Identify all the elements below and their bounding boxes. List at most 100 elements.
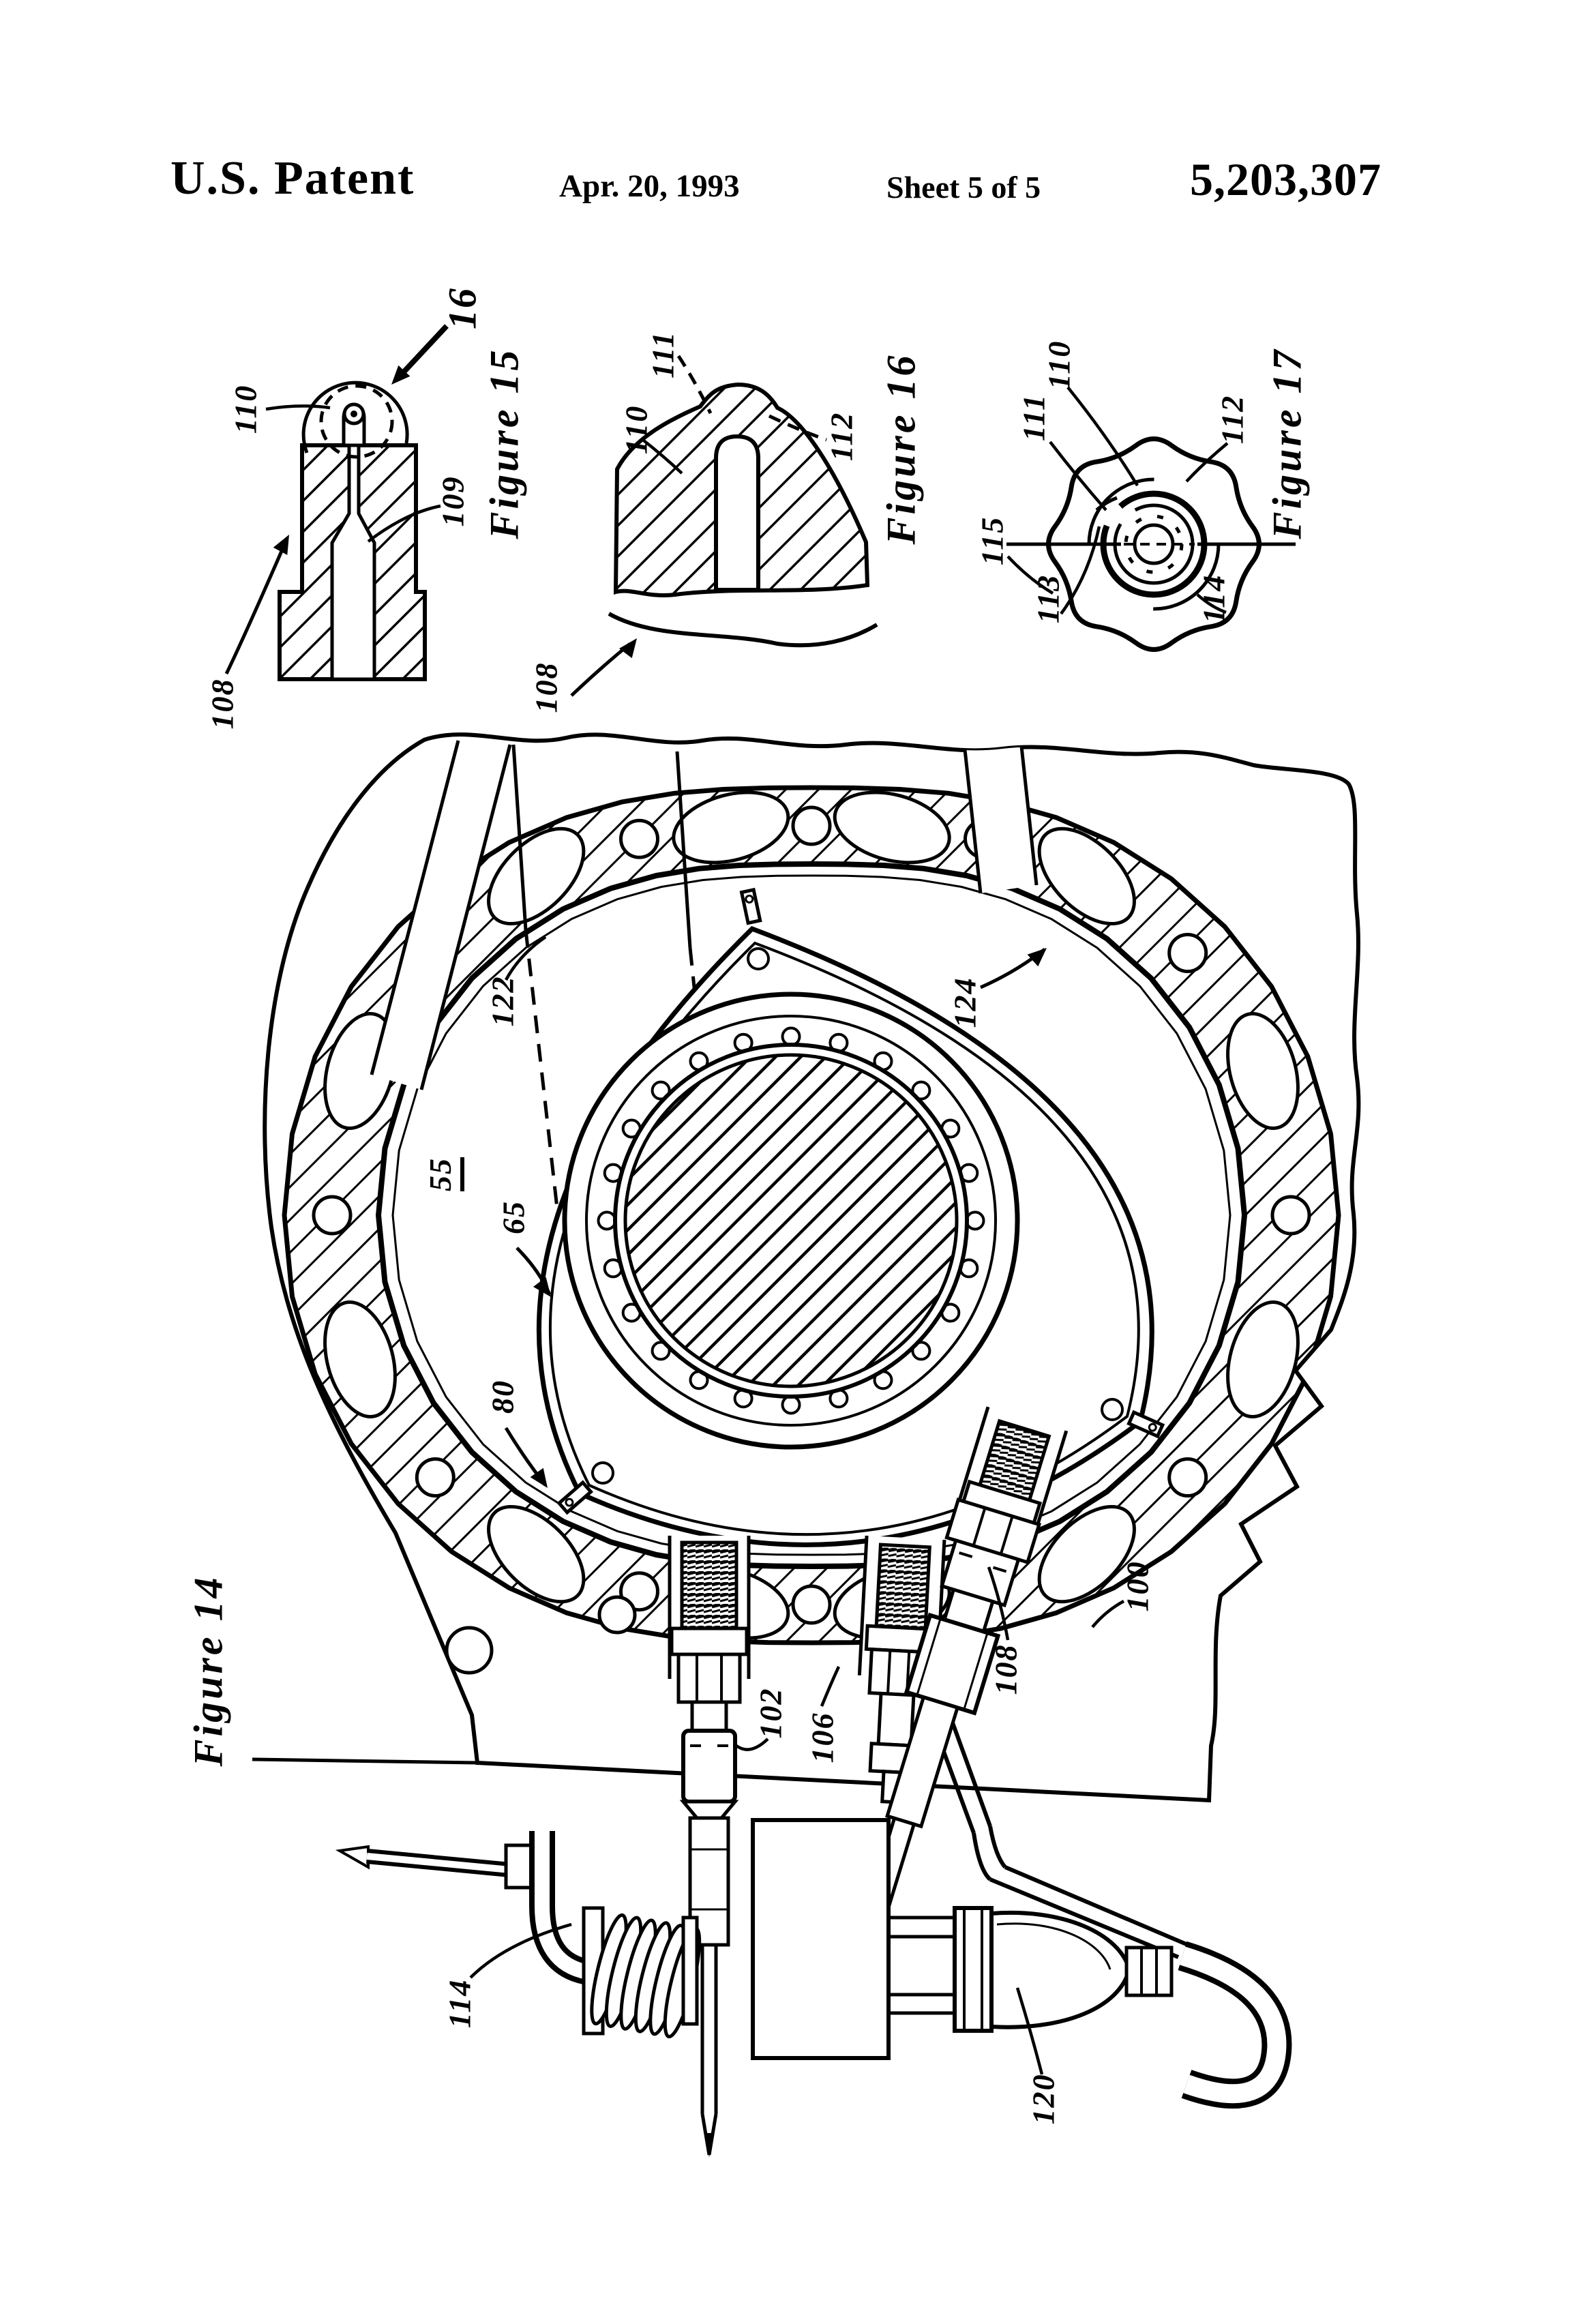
fig14-callout-122: 122 [485,975,520,1027]
fig15-caption: Figure 15 [481,347,527,539]
patent-number: 5,203,307 [1190,153,1382,205]
fig15-detail-dashed-circle [319,384,394,459]
fig14-callout-65: 65 [496,1200,531,1234]
fig14-port-left [372,741,510,1090]
fig16-callout-108: 108 [528,661,564,713]
patent-title: U.S. Patent [170,152,415,205]
sheet-number: Sheet 5 of 5 [886,170,1041,205]
fig16-caption: Figure 16 [878,353,924,545]
middle-plug-body [864,1543,936,1804]
fig14-callout-124: 124 [947,977,983,1028]
fig16-base-break-line [608,612,878,648]
right-plug-mark [959,1551,973,1558]
nozzle-bottle-contour [996,1922,1111,1970]
fig17-leader-112 [1185,442,1229,483]
fig17-callout-115: 115 [974,516,1010,566]
fig17-callout-111: 111 [1016,393,1051,441]
leader-108 [987,1566,1010,1641]
fig14-port-right-wall [961,734,983,894]
right-plug-sleeve-line [916,1618,942,1696]
fig14-plate-hole2 [597,1595,637,1635]
injector-spring [590,1913,702,2039]
elbow-core [535,1831,590,1980]
fig17-dash-marks [1124,514,1184,574]
fig17-leader-110 [1066,386,1139,487]
fig16-callout-112: 112 [824,411,859,462]
right-plug-hex-facet2 [999,1515,1014,1555]
right-plug-mark2 [992,1566,1007,1573]
fig14-plate-hole [445,1626,494,1675]
fig15-tip-dot [350,411,357,417]
fig15-callout-16: 16 [440,287,485,329]
figure-17-drawing [1006,386,1296,652]
u-pipe-core [1179,1946,1287,2104]
fig15-section-arrow-16 [398,324,449,378]
fig14-apex-seal-top [739,887,762,925]
fuel-elbow [972,1832,992,1881]
fig15-callout-110: 110 [228,384,263,434]
fig16-leader-110 [642,439,683,475]
right-plug-hex-facet [972,1507,987,1547]
axis-a-dashed [524,929,573,1336]
fig17-callout-110: 110 [1041,340,1077,390]
fig14-port-right-wall2 [1018,734,1039,886]
fig14-ports [370,734,1039,1675]
fig14-right-injector [838,1406,1069,2021]
fig14-callout-80: 80 [485,1380,520,1414]
left-plug-threads [680,1540,738,1630]
fig17-ring-mid [1113,503,1195,585]
patent-date: Apr. 20, 1993 [559,168,740,204]
leader-120 [1015,1987,1044,2075]
fig14-port-left-wall [370,740,460,1075]
fig15-fuel-channel [330,438,376,681]
left-plug-taper [679,1800,739,1820]
fig16-bore-slot [714,434,760,592]
fig14-callout-108: 108 [988,1643,1024,1695]
fig14-eccentric-shaft [623,1053,959,1388]
fig17-leader-113 [1060,526,1101,615]
fig17-caption: Figure 17 [1264,347,1310,539]
fig17-tick [1095,496,1118,511]
fig15-callout-108: 108 [205,678,240,730]
injector-block [751,1818,891,2060]
spring-plate-right [681,1916,699,2026]
leader-102 [735,1738,769,1751]
rod-core [366,1853,511,1873]
fig14-corner-seal-top [747,947,770,970]
left-plug-hex [676,1652,742,1704]
fig14-corner-seal-left [591,1461,614,1485]
bottle-hex [1124,1946,1174,1997]
fig15-detail-arc [301,381,409,453]
axis-b-solid [675,751,692,949]
fig14-callout-100: 100 [1120,1560,1155,1612]
fig17-leader-115 [1006,555,1054,595]
rod-chisel-tip [335,1845,370,1870]
fig15-leader-108 [224,539,288,675]
fig14-corner-seal-right [1101,1398,1124,1421]
fig17-ring-heavy [1100,490,1208,598]
fig17-leader-111 [1049,441,1107,511]
fig16-callout-110: 110 [618,404,654,455]
fig17-center-hole [1133,523,1175,565]
fig14-apex-seal-left [556,1480,593,1515]
fig16-callout-111: 111 [645,331,681,378]
fig14-center-gear [562,992,1020,1450]
right-plug-sleeve-line2 [963,1632,989,1710]
bottle-clamp [953,1906,994,2033]
fig14-callout-55: 55 [422,1157,464,1191]
leader-122 [505,936,547,981]
fig14-callout-102: 102 [753,1687,788,1739]
left-plug-collar [670,1626,749,1656]
figure-15-drawing [224,324,449,681]
fig17-leader-114 [1196,593,1227,614]
fig17-ring-outer-arcs [1087,477,1221,611]
fig14-apex-seal-right [1126,1410,1165,1439]
fig14-callout-120: 120 [1026,2073,1061,2125]
fuel-elbow2 [988,1826,1007,1868]
fig16-dashed-112 [768,414,827,442]
fig14-injector-assembly [335,1818,1292,2109]
fig16-dashed-111 [676,355,713,415]
fig17-lobed-outline [1046,436,1262,652]
fuel-run-line [989,1877,1180,1959]
